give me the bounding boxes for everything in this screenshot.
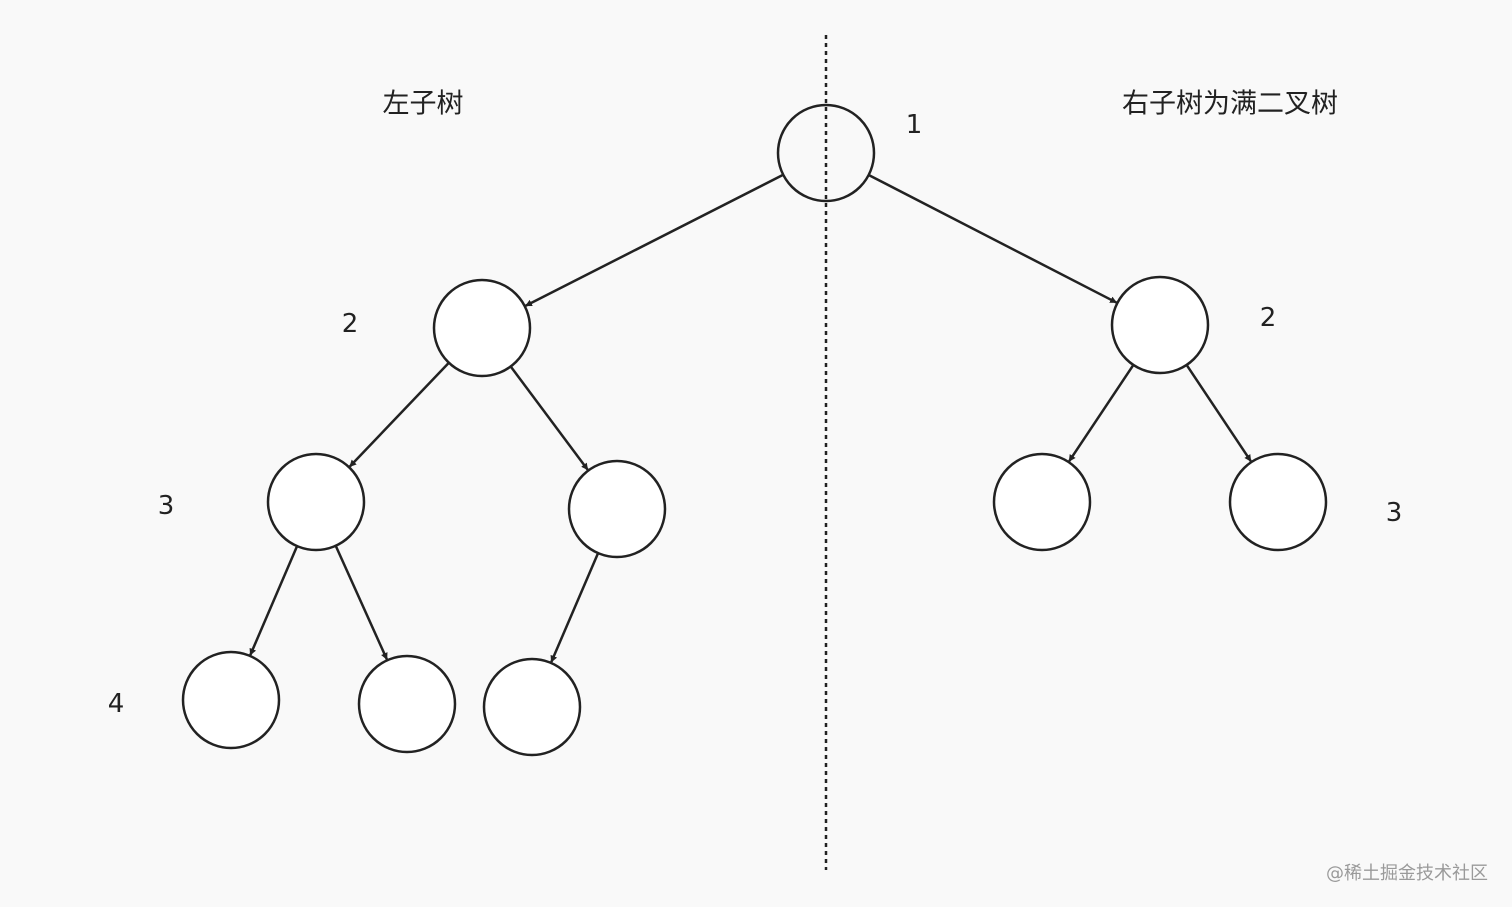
edge-l3a-l4a (249, 545, 299, 656)
level-label-left-4: 4 (107, 689, 125, 719)
tree-node-l4b (357, 654, 457, 754)
level-label-left-3: 3 (157, 491, 175, 521)
tree-node-l3b (567, 459, 667, 559)
level-label-right-2: 2 (1259, 303, 1277, 333)
tree-node-r3a (992, 452, 1092, 552)
tree-node-l4a (181, 650, 281, 750)
edge-r2-r3b (1185, 364, 1252, 462)
tree-node-l4c (482, 657, 582, 757)
edge-root-l2 (525, 173, 784, 307)
tree-node-r2 (1110, 275, 1210, 375)
edge-l2-l3a (348, 361, 450, 468)
level-label-root: 1 (905, 110, 923, 140)
edge-l3a-l4b (334, 545, 389, 660)
level-label-left-2: 2 (341, 309, 359, 339)
tree-node-l2 (432, 278, 532, 378)
edge-r2-r3a (1068, 364, 1135, 462)
tree-node-r3b (1228, 452, 1328, 552)
edge-l3b-l4c (550, 552, 600, 663)
watermark: @稀土掘金技术社区 (1326, 863, 1488, 884)
tree-node-root (776, 103, 876, 203)
left-subtree-title: 左子树 (382, 88, 464, 120)
level-label-right-3: 3 (1385, 498, 1403, 528)
tree-node-l3a (266, 452, 366, 552)
edge-root-r2 (868, 173, 1118, 304)
edge-l2-l3b (509, 365, 589, 471)
right-subtree-title: 右子树为满二叉树 (1122, 88, 1338, 120)
